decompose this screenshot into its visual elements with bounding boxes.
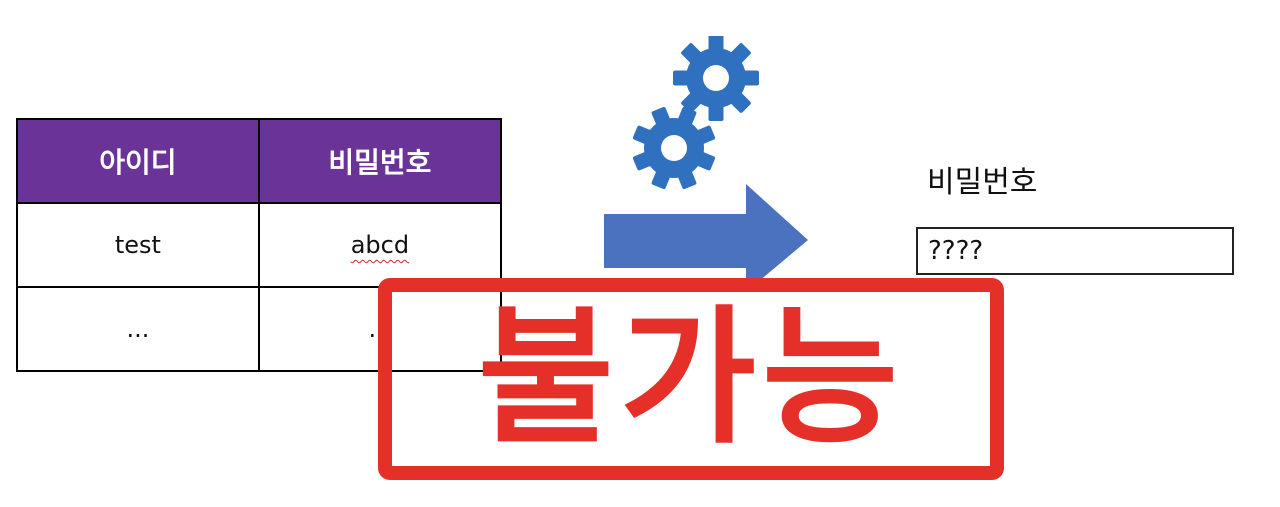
gear-large	[673, 36, 759, 121]
column-header-password: 비밀번호	[257, 118, 503, 204]
gears-icon	[632, 36, 759, 190]
table-cell-password: abcd	[257, 202, 503, 288]
stamp-text: 불가능	[477, 292, 905, 464]
credential-table: 아이디 비밀번호 test abcd ... ...	[16, 118, 503, 372]
table-row: test abcd	[16, 202, 503, 288]
gear-small	[632, 106, 716, 190]
table-cell-id: ...	[16, 286, 260, 372]
table-cell-id: test	[16, 202, 260, 288]
table-header-row: 아이디 비밀번호	[16, 118, 503, 204]
password-value: abcd	[350, 231, 410, 259]
password-field: ????	[916, 227, 1234, 275]
impossible-stamp: 불가능	[378, 278, 1004, 480]
right-arrow-icon	[604, 184, 808, 292]
column-header-id: 아이디	[16, 118, 260, 204]
password-label: 비밀번호	[927, 165, 1038, 200]
